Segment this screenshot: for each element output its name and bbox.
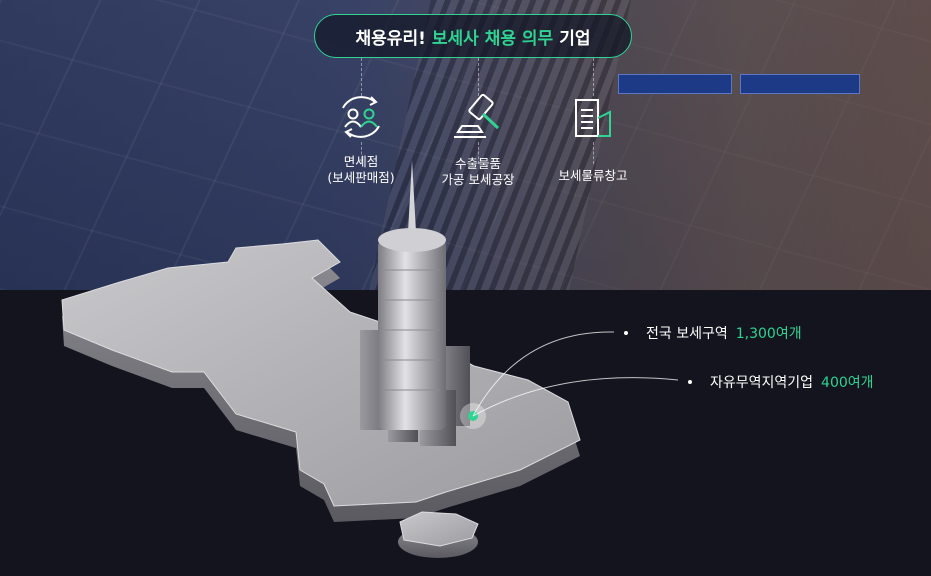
category-label-line1: 보세물류창고 <box>558 168 628 183</box>
category-label-line2: (보세판매점) <box>327 170 395 185</box>
bullet-icon <box>688 380 692 384</box>
category-label-line1: 면세점 <box>343 154 379 169</box>
bullet-icon <box>624 331 628 335</box>
stat-label: 자유무역지역기업 <box>710 375 814 391</box>
category-duty-free: 면세점 (보세판매점) <box>311 94 411 186</box>
headline-highlight: 보세사 채용 의무 <box>431 28 554 49</box>
stat-value: 1,300여개 <box>735 326 802 342</box>
headline-prefix: 채용유리! <box>355 28 426 49</box>
warehouse-document-icon <box>543 96 643 144</box>
headline-suffix: 기업 <box>559 28 591 49</box>
category-bonded-factory: 수출물품 가공 보세공장 <box>423 92 533 188</box>
stat-label: 전국 보세구역 <box>646 326 728 342</box>
stat-free-trade-companies: 자유무역지역기업 400여개 <box>688 372 874 392</box>
category-label-line2: 가공 보세공장 <box>441 172 515 187</box>
stat-bonded-areas: 전국 보세구역 1,300여개 <box>624 323 802 343</box>
gavel-icon <box>423 92 533 146</box>
headline-banner: 채용유리! 보세사 채용 의무 기업 <box>314 14 632 58</box>
stat-value: 400여개 <box>821 375 874 391</box>
category-bonded-warehouse: 보세물류창고 <box>543 96 643 184</box>
people-exchange-icon <box>311 94 411 144</box>
category-label-line1: 수출물품 <box>454 156 501 171</box>
